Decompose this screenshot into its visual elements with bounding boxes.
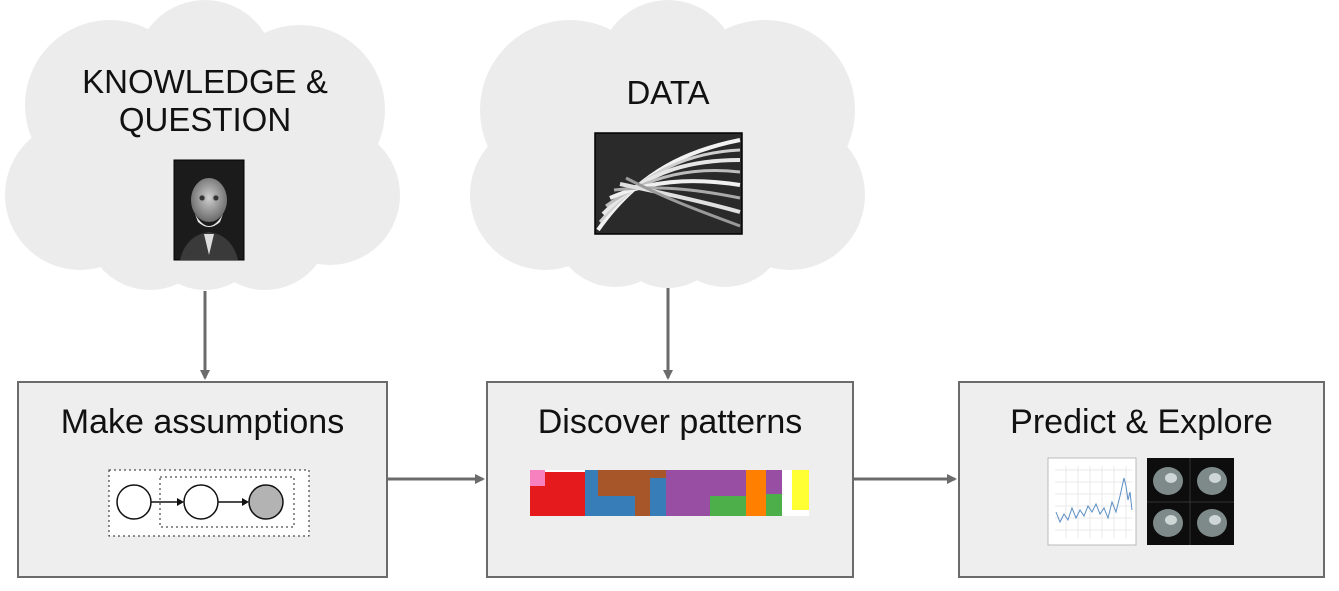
cloud-title-knowledge: KNOWLEDGE & QUESTION <box>82 63 328 138</box>
portrait-photo <box>173 159 245 261</box>
step-label-discover-patterns: Discover patterns <box>537 403 803 441</box>
step-label-predict-explore: Predict & Explore <box>1010 403 1273 441</box>
step-box-make-assumptions: Make assumptions <box>17 381 388 578</box>
step-box-discover-patterns: Discover patterns <box>486 381 854 578</box>
step-box-predict-explore: Predict & Explore <box>958 381 1325 578</box>
cloud-title-data: DATA <box>626 74 710 111</box>
newspaper-stack-photo <box>594 132 743 235</box>
arrows <box>200 288 957 484</box>
step-label-make-assumptions: Make assumptions <box>60 403 345 441</box>
